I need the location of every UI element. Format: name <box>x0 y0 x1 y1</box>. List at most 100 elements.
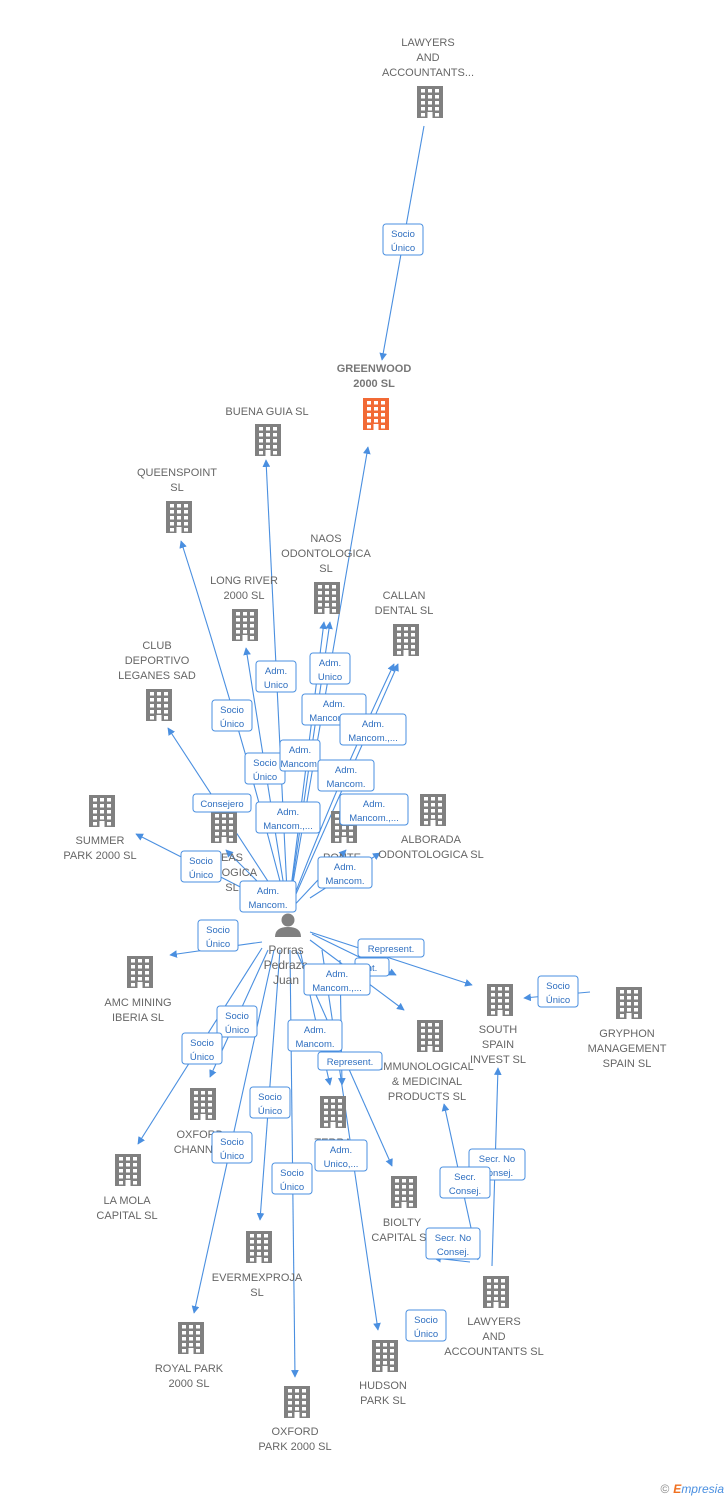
edge-label-text: Único <box>546 995 570 1006</box>
node-label: ALBORADA <box>401 834 462 846</box>
node-lawyers-top[interactable]: LAWYERSANDACCOUNTANTS... <box>382 37 474 118</box>
node-label: AND <box>482 1331 505 1343</box>
edge-label-text: Unico <box>318 672 342 683</box>
edge-label-text: Único <box>220 719 244 730</box>
edge-label-text: Represent. <box>327 1057 373 1068</box>
edge-label-text: Socio <box>258 1092 282 1103</box>
node-callan[interactable]: CALLAN DENTAL SL <box>375 590 434 656</box>
node-label: LAWYERS <box>467 1316 520 1328</box>
node-label: QUEENSPOINT <box>137 467 217 479</box>
node-label: DENTAL SL <box>375 605 434 617</box>
edge-label-11[interactable]: Adm.Mancom.,... <box>255 801 321 834</box>
edge-label-text: Mancom.,... <box>348 733 398 744</box>
node-label: PARK 2000 SL <box>258 1441 331 1453</box>
edge-label-17[interactable]: Represent. <box>357 938 425 958</box>
building-icon <box>363 398 389 430</box>
node-label: HUDSON <box>359 1380 407 1392</box>
edge-label-2[interactable]: Adm.Unico <box>255 660 297 693</box>
node-label: SL <box>319 563 332 575</box>
building-icon <box>391 1176 417 1208</box>
edge-label-14[interactable]: Adm.Mancom. <box>239 880 297 913</box>
node-label: & MEDICINAL <box>392 1076 462 1088</box>
node-label: ODONTOLOGICA <box>281 548 371 560</box>
edge-label-text: Socio <box>220 1137 244 1148</box>
building-icon <box>115 1154 141 1186</box>
edge-label-3[interactable]: Adm.Unico <box>309 652 351 685</box>
edge-label-9[interactable]: Adm.Mancom. <box>317 759 375 792</box>
node-buena-guia[interactable]: BUENA GUIA SL <box>225 406 309 456</box>
person-label: Juan <box>273 973 299 987</box>
edge-label-23[interactable]: Adm.Mancom. <box>287 1019 343 1052</box>
edge-label-text: Único <box>391 243 415 254</box>
node-label: CALLAN <box>383 590 426 602</box>
building-icon <box>314 582 340 614</box>
edges-layer <box>135 125 591 1378</box>
edge-label-text: Consej. <box>437 1247 469 1258</box>
edge-label-text: Secr. <box>454 1172 476 1183</box>
edge-label-text: Socio <box>225 1011 249 1022</box>
building-icon <box>89 795 115 827</box>
edge-label-29[interactable]: Secr. Consej. <box>439 1166 491 1199</box>
node-label: AND <box>416 52 439 64</box>
edge-label-text: Consej. <box>449 1186 481 1197</box>
node-queenspoint[interactable]: QUEENSPOINT SL <box>137 467 217 533</box>
edge-label-10[interactable]: Consejero <box>192 793 252 813</box>
edge-label-6[interactable]: Adm.Mancom.,... <box>339 713 407 746</box>
edge-label-text: Adm. <box>289 745 311 756</box>
edge-label-8[interactable]: Adm.Mancom. <box>279 739 321 772</box>
edge-label-27[interactable]: Adm.Unico,... <box>314 1139 368 1172</box>
edge-label-text: Socio <box>391 229 415 240</box>
node-alborada[interactable]: ALBORADA ODONTOLOGICA SL <box>378 794 484 861</box>
node-label: SUMMER <box>76 835 125 847</box>
empresia-logo[interactable]: ©Empresia <box>660 1482 724 1496</box>
edge-16 <box>309 931 473 987</box>
edge-label-text: Socio <box>280 1168 304 1179</box>
edge-label-text: Mancom. <box>295 1039 334 1050</box>
edge-label-12[interactable]: Adm.Mancom.,... <box>339 793 409 826</box>
building-icon <box>255 424 281 456</box>
edge-label-15[interactable]: Adm.Mancom. <box>317 856 373 889</box>
edge-label-19[interactable]: Adm.Mancom.,... <box>303 963 371 996</box>
node-label: LONG RIVER <box>210 575 278 587</box>
edge-label-24[interactable]: Represent. <box>317 1051 383 1071</box>
node-label: SL <box>170 482 183 494</box>
edge-label-text: Adm. <box>334 862 356 873</box>
node-label: ODONTOLOGICA SL <box>378 849 484 861</box>
edge-label-text: Adm. <box>257 886 279 897</box>
building-icon <box>372 1340 398 1372</box>
building-icon <box>417 86 443 118</box>
